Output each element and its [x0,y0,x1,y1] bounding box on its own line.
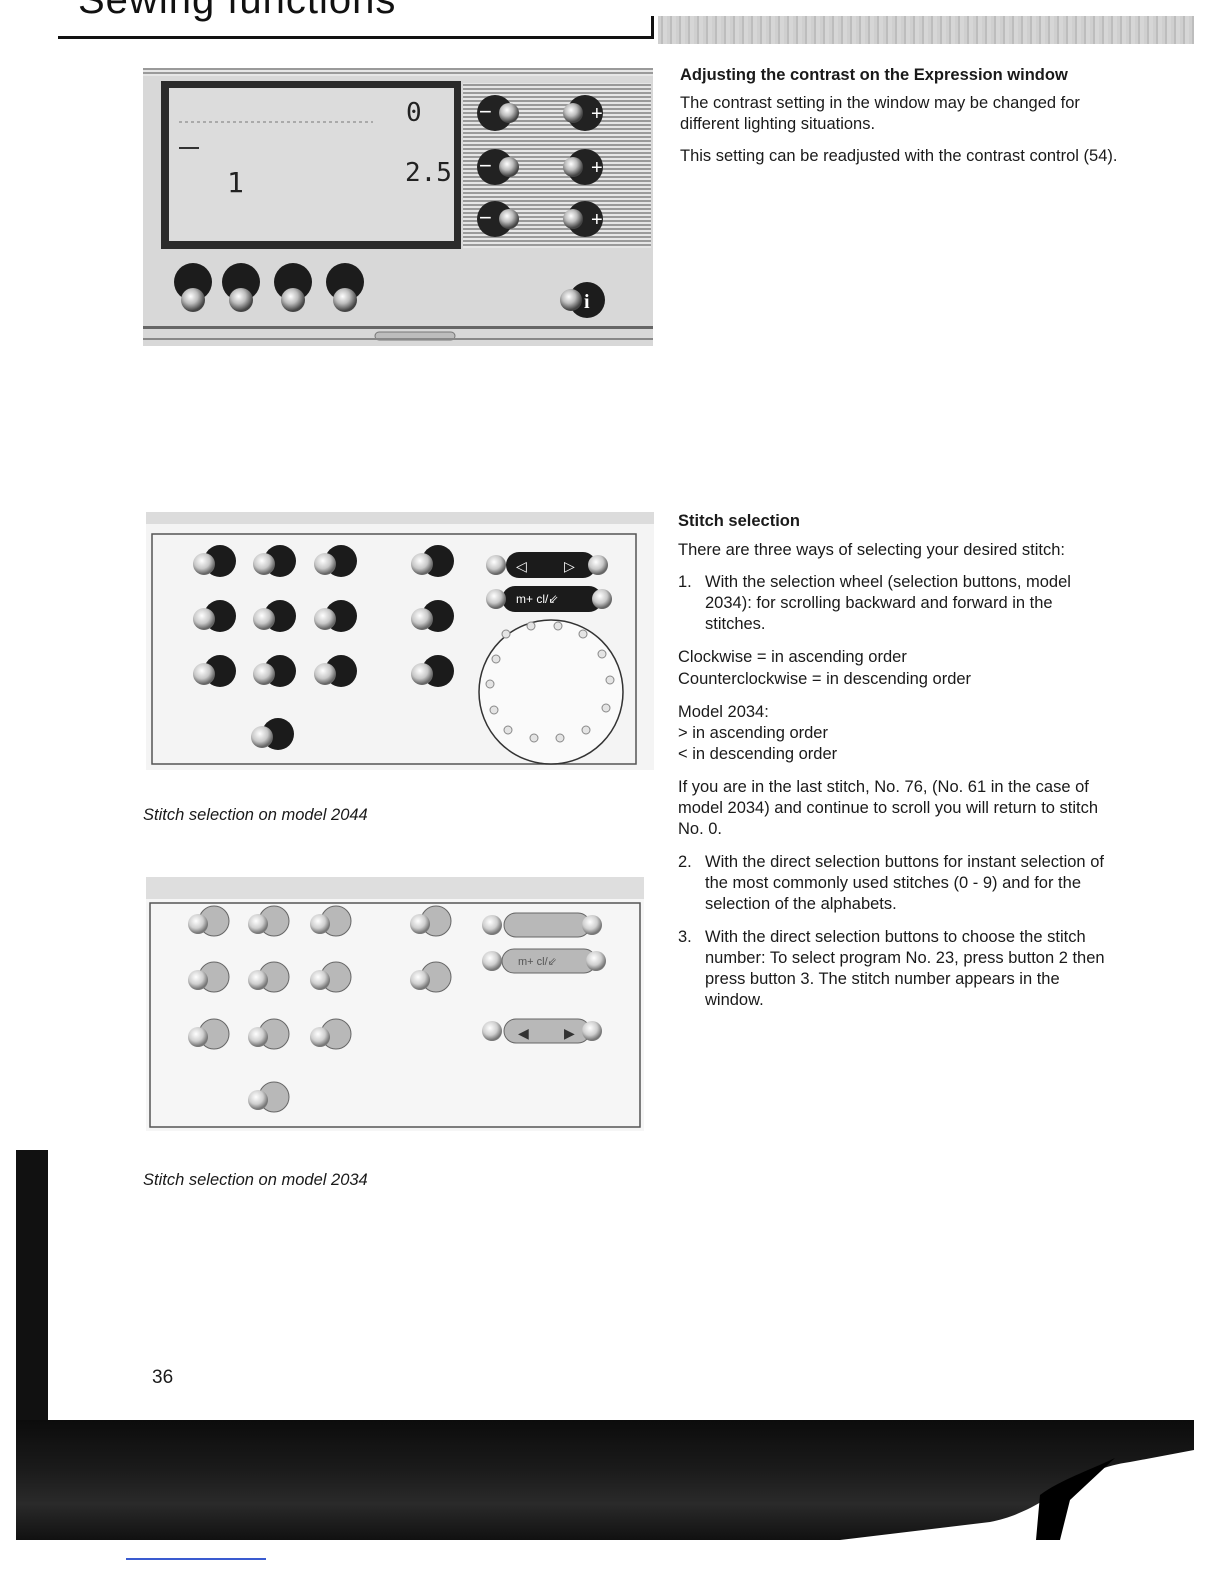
svg-text:+: + [591,157,603,179]
scan-bottom-line [126,1558,266,1560]
contrast-heading: Adjusting the contrast on the Expression… [680,66,1068,84]
caption-2044: Stitch selection on model 2044 [143,806,368,824]
svg-text:−: − [479,153,492,178]
last-stitch-text: If you are in the last stitch, No. 76, (… [678,778,1099,838]
svg-text:▷: ▷ [564,559,575,575]
header-divider [651,16,654,39]
model-2034-label: Model 2034: [678,703,769,721]
counterclockwise-text: Counterclockwise = in descending order [678,670,972,688]
svg-text:i: i [584,291,590,313]
panel-2034-image: ◀ ▶ m+ cl/⇙ [146,877,644,1131]
memory-bar-label-2034: m+ cl/⇙ [518,956,557,968]
stitch-intro: There are three ways of selecting your d… [678,541,1066,559]
list-item-text: With the direct selection buttons for in… [705,853,1104,913]
list-item-number: 2. [678,853,692,871]
model-descending-text: < in descending order [678,745,838,763]
header-title: Sewing functions [78,0,397,22]
svg-text:◀: ◀ [518,1026,529,1042]
header-band [658,16,1194,44]
stitch-heading: Stitch selection [678,512,800,530]
model-ascending-text: > in ascending order [678,724,828,742]
svg-text:+: + [591,209,603,231]
scan-bottom-shape [840,1440,1194,1540]
list-item-text: With the direct selection buttons to cho… [705,928,1105,1009]
list-item-2: 2. With the direct selection buttons for… [678,852,1123,916]
lcd-readout-left: 1 [227,166,244,199]
svg-text:+: + [591,103,603,125]
list-item-1: 1. With the selection wheel (selection b… [678,572,1118,636]
caption-2034: Stitch selection on model 2034 [143,1171,368,1189]
lcd-readout-top: 0 [406,98,422,128]
panel-2044-image: ◁ ▷ m+ cl/⇙ [146,512,654,770]
page-number: 36 [152,1367,174,1388]
memory-bar-label-2044: m+ cl/⇙ [516,592,559,606]
svg-text:−: − [479,205,492,230]
scan-edge-left [16,1150,48,1420]
contrast-para-2: This setting can be readjusted with the … [680,147,1118,165]
svg-text:−: − [479,99,492,124]
header-rule [58,36,654,39]
svg-text:▶: ▶ [564,1026,575,1042]
list-item-3: 3. With the direct selection buttons to … [678,927,1123,1013]
list-item-number: 3. [678,928,692,946]
scan-bottom-band [16,1420,1194,1540]
display-panel-image: − + − + − + i 0 1 2.5 [143,68,653,346]
list-item-number: 1. [678,573,692,591]
list-item-text: With the selection wheel (selection butt… [705,573,1071,633]
svg-text:◁: ◁ [516,559,527,575]
clockwise-text: Clockwise = in ascending order [678,648,907,666]
contrast-para-1: The contrast setting in the window may b… [680,94,1080,133]
lcd-readout-right: 2.5 [405,158,452,188]
